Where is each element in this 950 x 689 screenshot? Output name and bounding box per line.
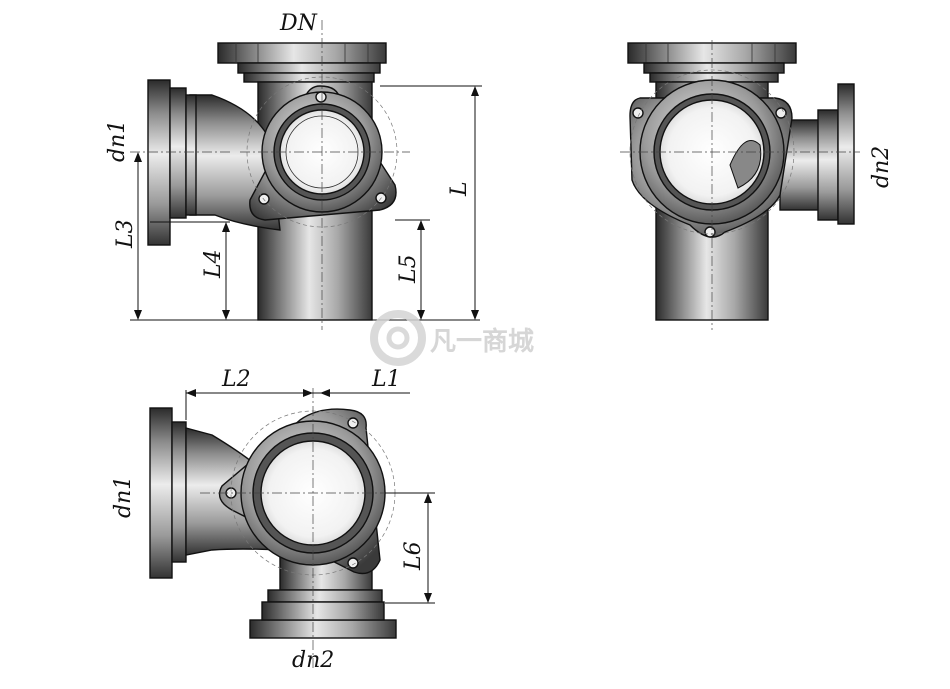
dn1-label-front: dn1 bbox=[105, 120, 130, 162]
l6-label: L6 bbox=[401, 541, 426, 571]
side-view: dn2 bbox=[620, 40, 894, 330]
left-flange bbox=[147, 79, 171, 246]
dn1-label-top: dn1 bbox=[111, 476, 136, 518]
dn2-label-top: dn2 bbox=[292, 648, 334, 673]
top-flange bbox=[217, 42, 387, 64]
dn2-label-side: dn2 bbox=[869, 146, 894, 188]
l1-label: L1 bbox=[371, 367, 401, 392]
top-view: L2 L1 dn1 L6 dn2 bbox=[111, 367, 435, 673]
bottom-flange bbox=[249, 619, 397, 639]
right-flange bbox=[837, 83, 855, 225]
watermark-logo-icon bbox=[370, 310, 426, 366]
l5-label: L5 bbox=[396, 254, 421, 284]
l3-label: L3 bbox=[113, 219, 138, 249]
front-view: DN dn1 L L3 L4 L5 bbox=[105, 11, 482, 330]
dn-label: DN bbox=[279, 11, 318, 36]
l4-label: L4 bbox=[201, 249, 226, 279]
watermark-text: 凡一商城 bbox=[430, 326, 534, 357]
l2-label: L2 bbox=[221, 367, 251, 392]
l-label: L bbox=[447, 181, 472, 197]
watermark: 凡一商城 bbox=[370, 310, 534, 366]
